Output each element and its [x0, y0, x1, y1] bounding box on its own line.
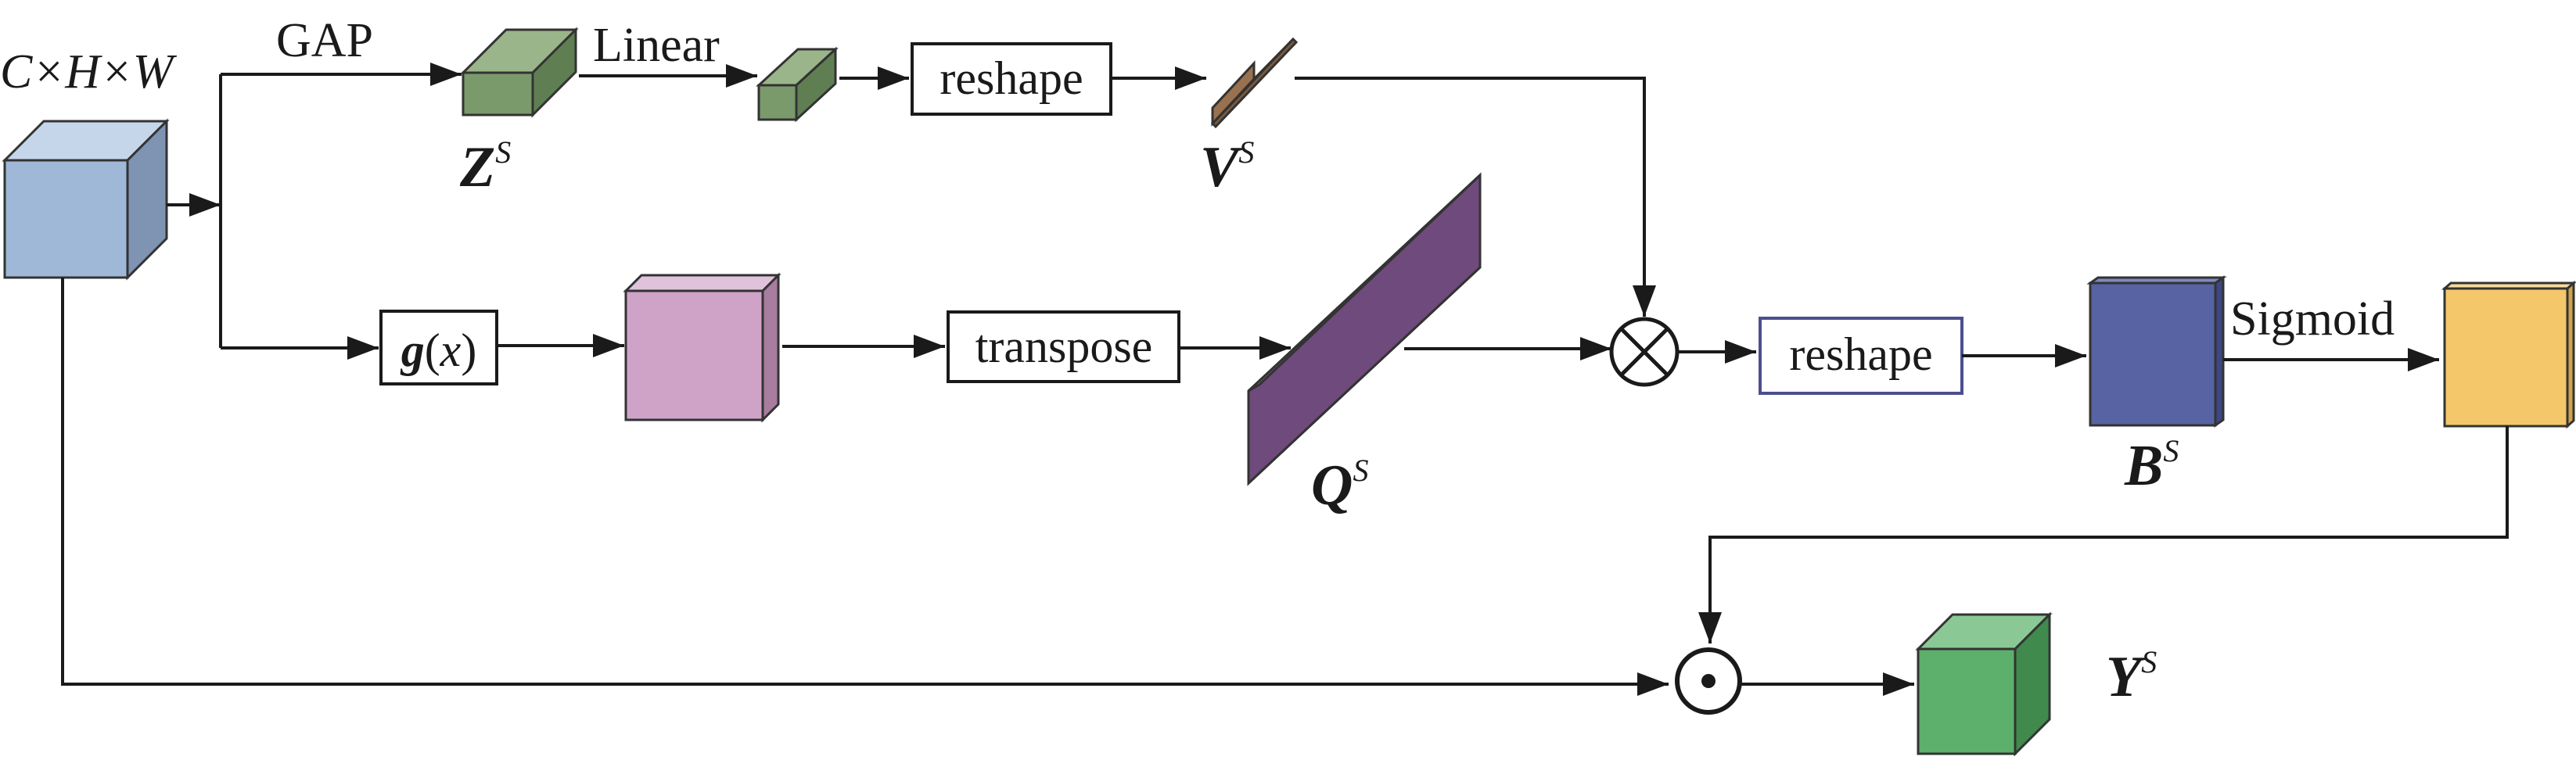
gap-label: GAP	[276, 14, 373, 67]
reshape-mid-label: reshape	[1789, 328, 1932, 380]
arrow-v-to-otimes	[1295, 77, 1656, 317]
v-symbol: VS	[1200, 134, 1254, 199]
q-slab	[1247, 172, 1482, 486]
transpose-label: transpose	[975, 321, 1153, 372]
arrow-skip-to-odot	[61, 278, 1669, 696]
y-symbol: YS	[2106, 644, 2157, 709]
v-slab	[1210, 37, 1299, 129]
otimes-icon	[1609, 317, 1680, 387]
arrow-sigmoid-to-odot	[1698, 426, 2509, 643]
q-symbol: QS	[1311, 453, 1368, 518]
linear-output-cube	[756, 46, 839, 123]
reshape-mid-box	[1759, 317, 1963, 395]
sigmoid-label: Sigmoid	[2230, 292, 2395, 346]
input-dims-label: C×H×W	[0, 45, 178, 99]
connector-lines	[61, 63, 1669, 696]
odot-icon	[1675, 647, 1742, 715]
transpose-box	[947, 310, 1180, 383]
b-cube	[2086, 275, 2227, 428]
z-cube	[460, 27, 579, 118]
g-function-box	[379, 310, 498, 385]
linear-label: Linear	[593, 19, 720, 72]
reshape-top-label: reshape	[940, 52, 1083, 104]
z-symbol: ZS	[459, 134, 511, 199]
y-cube	[1915, 611, 2053, 757]
b-symbol: BS	[2124, 433, 2179, 498]
g-output-cube	[623, 272, 781, 423]
input-cube	[2, 118, 170, 281]
g-function-label: g(x)	[400, 324, 477, 376]
sigmoid-output-cube	[2441, 280, 2576, 429]
